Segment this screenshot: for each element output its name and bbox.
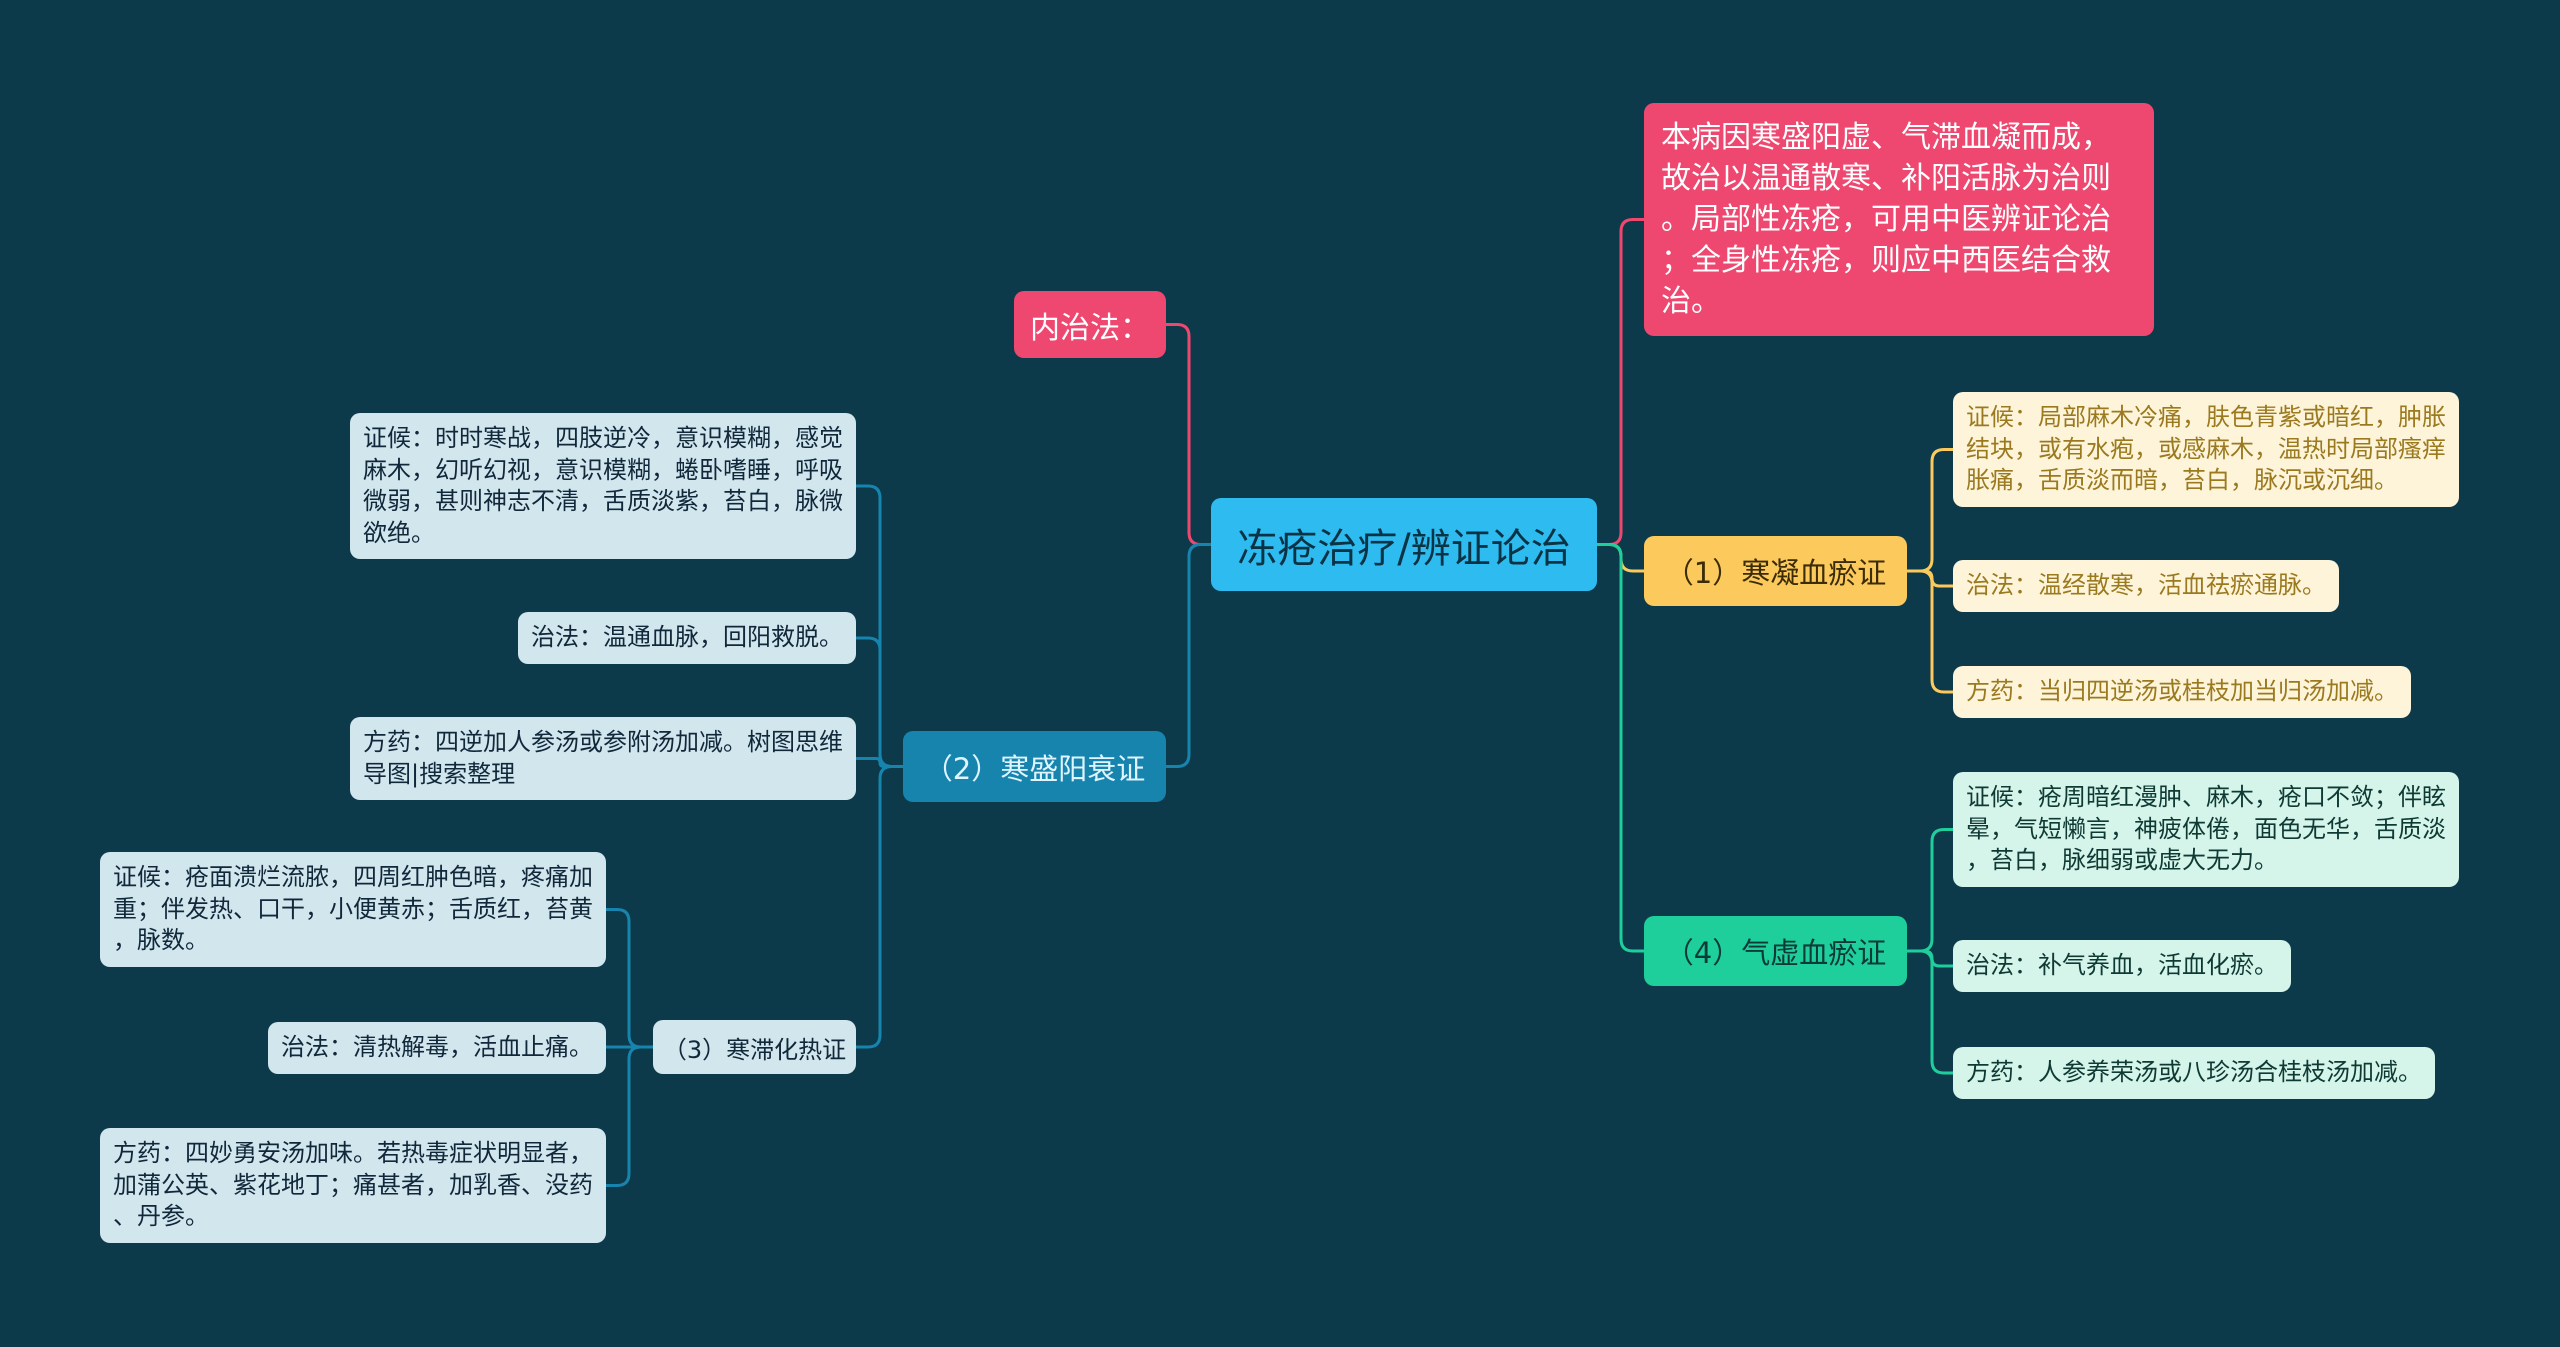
central-topic-node[interactable]: 冻疮治疗/辨证论治 [1211,498,1597,591]
text-line: 故治以温通散寒、补阳活脉为治则 [1661,161,2111,196]
branch-label: （3）寒滞化热证 [662,1035,847,1064]
text-line: 、丹参。 [113,1202,209,1230]
branch-label: （4）气虚血瘀证 [1664,936,1887,970]
summary-note-node[interactable]: 本病因寒盛阳虚、气滞血凝而成， 故治以温通散寒、补阳活脉为治则 。局部性冻疮，可… [1644,103,2154,336]
text-line: 欲绝。 [363,518,435,547]
internal-treatment-node[interactable]: 内治法： [1014,291,1166,358]
text-line: 方药：人参养荣汤或八珍汤合桂枝汤加减。 [1966,1058,2422,1086]
branch-label: 内治法： [1030,310,1150,346]
text-line: 重；伴发热、口干，小便黄赤；舌质红，苔黄 [113,894,593,923]
leaf-node-prescription[interactable]: 方药：人参养荣汤或八珍汤合桂枝汤加减。 [1953,1047,2435,1099]
leaf-node-prescription[interactable]: 方药：当归四逆汤或桂枝加当归汤加减。 [1953,666,2411,718]
leaf-node-treatment[interactable]: 治法：清热解毒，活血止痛。 [268,1022,606,1074]
leaf-node-syndrome[interactable]: 证候：时时寒战，四肢逆冷，意识模糊，感觉 麻木，幻听幻视，意识模糊，蜷卧嗜睡，呼… [350,413,856,559]
connector-center-b2 [1164,543,1213,768]
leaf-node-syndrome[interactable]: 证候：疮面溃烂流脓，四周红肿色暗，疼痛加 重；伴发热、口干，小便黄赤；舌质红，苔… [100,852,606,967]
leaf-node-syndrome[interactable]: 证候：疮周暗红漫肿、麻木，疮口不敛；伴眩 晕，气短懒言，神疲体倦，面色无华，舌质… [1953,772,2459,887]
text-line: 治法：温经散寒，活血祛瘀通脉。 [1966,571,2326,599]
leaf-node-prescription[interactable]: 方药：四逆加人参汤或参附汤加减。树图思维 导图|搜索整理 [350,717,856,800]
connector-b3-b3-2 [604,1045,655,1187]
text-line: ，苔白，脉细弱或虚大无力。 [1966,846,2278,874]
leaf-node-prescription[interactable]: 方药：四妙勇安汤加味。若热毒症状明显者， 加蒲公英、紫花地丁；痛甚者，加乳香、没… [100,1128,606,1243]
text-line: 方药：当归四逆汤或桂枝加当归汤加减。 [1966,677,2398,705]
leaf-node-treatment[interactable]: 治法：温通血脉，回阳救脱。 [518,612,856,664]
connector-b1-b1-0 [1905,448,1955,573]
text-line: 加蒲公英、紫花地丁；痛甚者，加乳香、没药 [113,1170,593,1199]
leaf-node-treatment[interactable]: 治法：补气养血，活血化瘀。 [1953,940,2291,992]
text-line: 。局部性冻疮，可用中医辨证论治 [1661,202,2111,237]
text-line: 证候：局部麻木冷痛，肤色青紫或暗红，肿胀 [1966,403,2446,431]
text-line: 晕，气短懒言，神疲体倦，面色无华，舌质淡 [1966,814,2446,843]
branch-node-3[interactable]: （3）寒滞化热证 [653,1020,856,1074]
branch-label: （1）寒凝血瘀证 [1664,556,1887,590]
central-topic-label: 冻疮治疗/辨证论治 [1237,525,1571,572]
text-line: ，脉数。 [113,926,209,954]
text-line: 微弱，甚则神志不清，舌质淡紫，苔白，脉微 [363,487,843,515]
branch-node-4[interactable]: （4）气虚血瘀证 [1644,916,1907,986]
connector-b2-b2-2 [854,757,905,768]
branch-label: （2）寒盛阳衰证 [923,751,1146,786]
text-line: 治法：清热解毒，活血止痛。 [281,1033,593,1061]
text-line: 治法：补气养血，活血化瘀。 [1966,951,2278,979]
connector-b4-b4-2 [1905,949,1955,1075]
text-line: 证候：疮周暗红漫肿、麻木，疮口不敛；伴眩 [1966,783,2446,811]
text-line: 治。 [1661,284,1721,319]
text-line: 麻木，幻听幻视，意识模糊，蜷卧嗜睡，呼吸 [363,455,843,484]
connector-center-b4 [1595,543,1646,953]
text-line: ；全身性冻疮，则应中西医结合救 [1661,243,2111,278]
text-line: 导图|搜索整理 [363,759,516,788]
connector-b1-b1-2 [1905,569,1955,694]
connector-b2-b3 [854,765,905,1049]
connector-center-summary [1595,218,1646,546]
text-line: 结块，或有水疱，或感麻木，温热时局部瘙痒 [1966,434,2446,463]
text-line: 胀痛，舌质淡而暗，苔白，脉沉或沉细。 [1966,466,2398,494]
branch-node-1[interactable]: （1）寒凝血瘀证 [1644,536,1907,606]
leaf-node-syndrome[interactable]: 证候：局部麻木冷痛，肤色青紫或暗红，肿胀 结块，或有水疱，或感麻木，温热时局部瘙… [1953,392,2459,507]
branch-node-2[interactable]: （2）寒盛阳衰证 [903,731,1166,802]
leaf-node-treatment[interactable]: 治法：温经散寒，活血祛瘀通脉。 [1953,560,2339,612]
text-line: 本病因寒盛阳虚、气滞血凝而成， [1661,120,2111,155]
connector-b2-b2-1 [854,636,905,768]
connector-b3-b3-0 [604,908,655,1049]
text-line: 证候：疮面溃烂流脓，四周红肿色暗，疼痛加 [113,863,593,891]
text-line: 证候：时时寒战，四肢逆冷，意识模糊，感觉 [363,424,843,452]
connector-center-neizhi [1164,323,1213,546]
connector-b4-b4-0 [1905,828,1955,953]
text-line: 方药：四妙勇安汤加味。若热毒症状明显者， [113,1139,593,1167]
text-line: 治法：温通血脉，回阳救脱。 [531,623,843,651]
text-line: 方药：四逆加人参汤或参附汤加减。树图思维 [363,728,843,756]
